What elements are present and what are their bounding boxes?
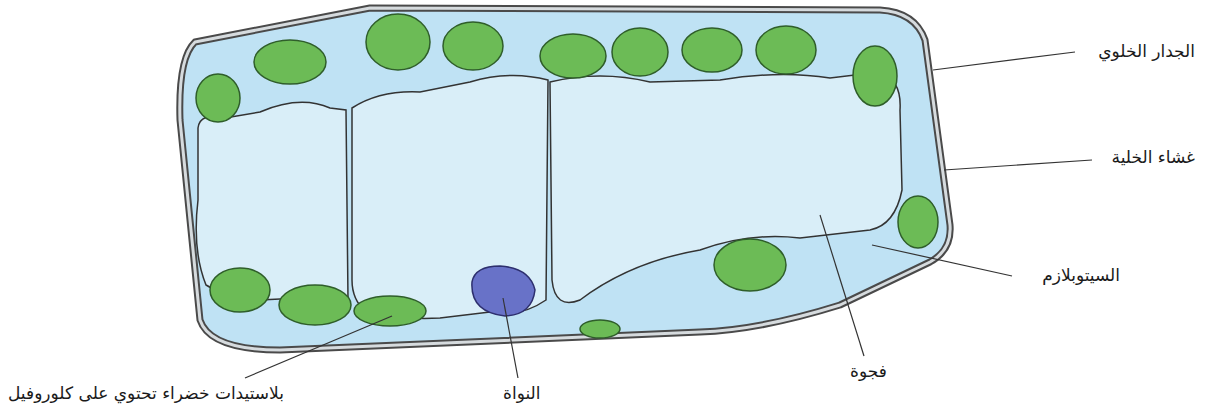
part-label: النواة — [503, 382, 540, 404]
vacuole — [352, 75, 548, 318]
part-label: غشاء الخلية — [1112, 146, 1195, 168]
cell-membrane — [180, 8, 950, 350]
part-label: السيتوبلازم — [1042, 264, 1120, 286]
chloroplasts — [196, 14, 938, 338]
part-label: بلاستيدات خضراء تحتوي على كلوروفيل — [8, 382, 284, 404]
cell-wall — [180, 8, 950, 350]
part-label: الجدار الخلوي — [1098, 40, 1195, 62]
part-label: فجوة — [850, 360, 887, 382]
leader-lines — [245, 52, 1092, 378]
vacuole — [550, 72, 902, 303]
nucleus — [472, 266, 535, 316]
